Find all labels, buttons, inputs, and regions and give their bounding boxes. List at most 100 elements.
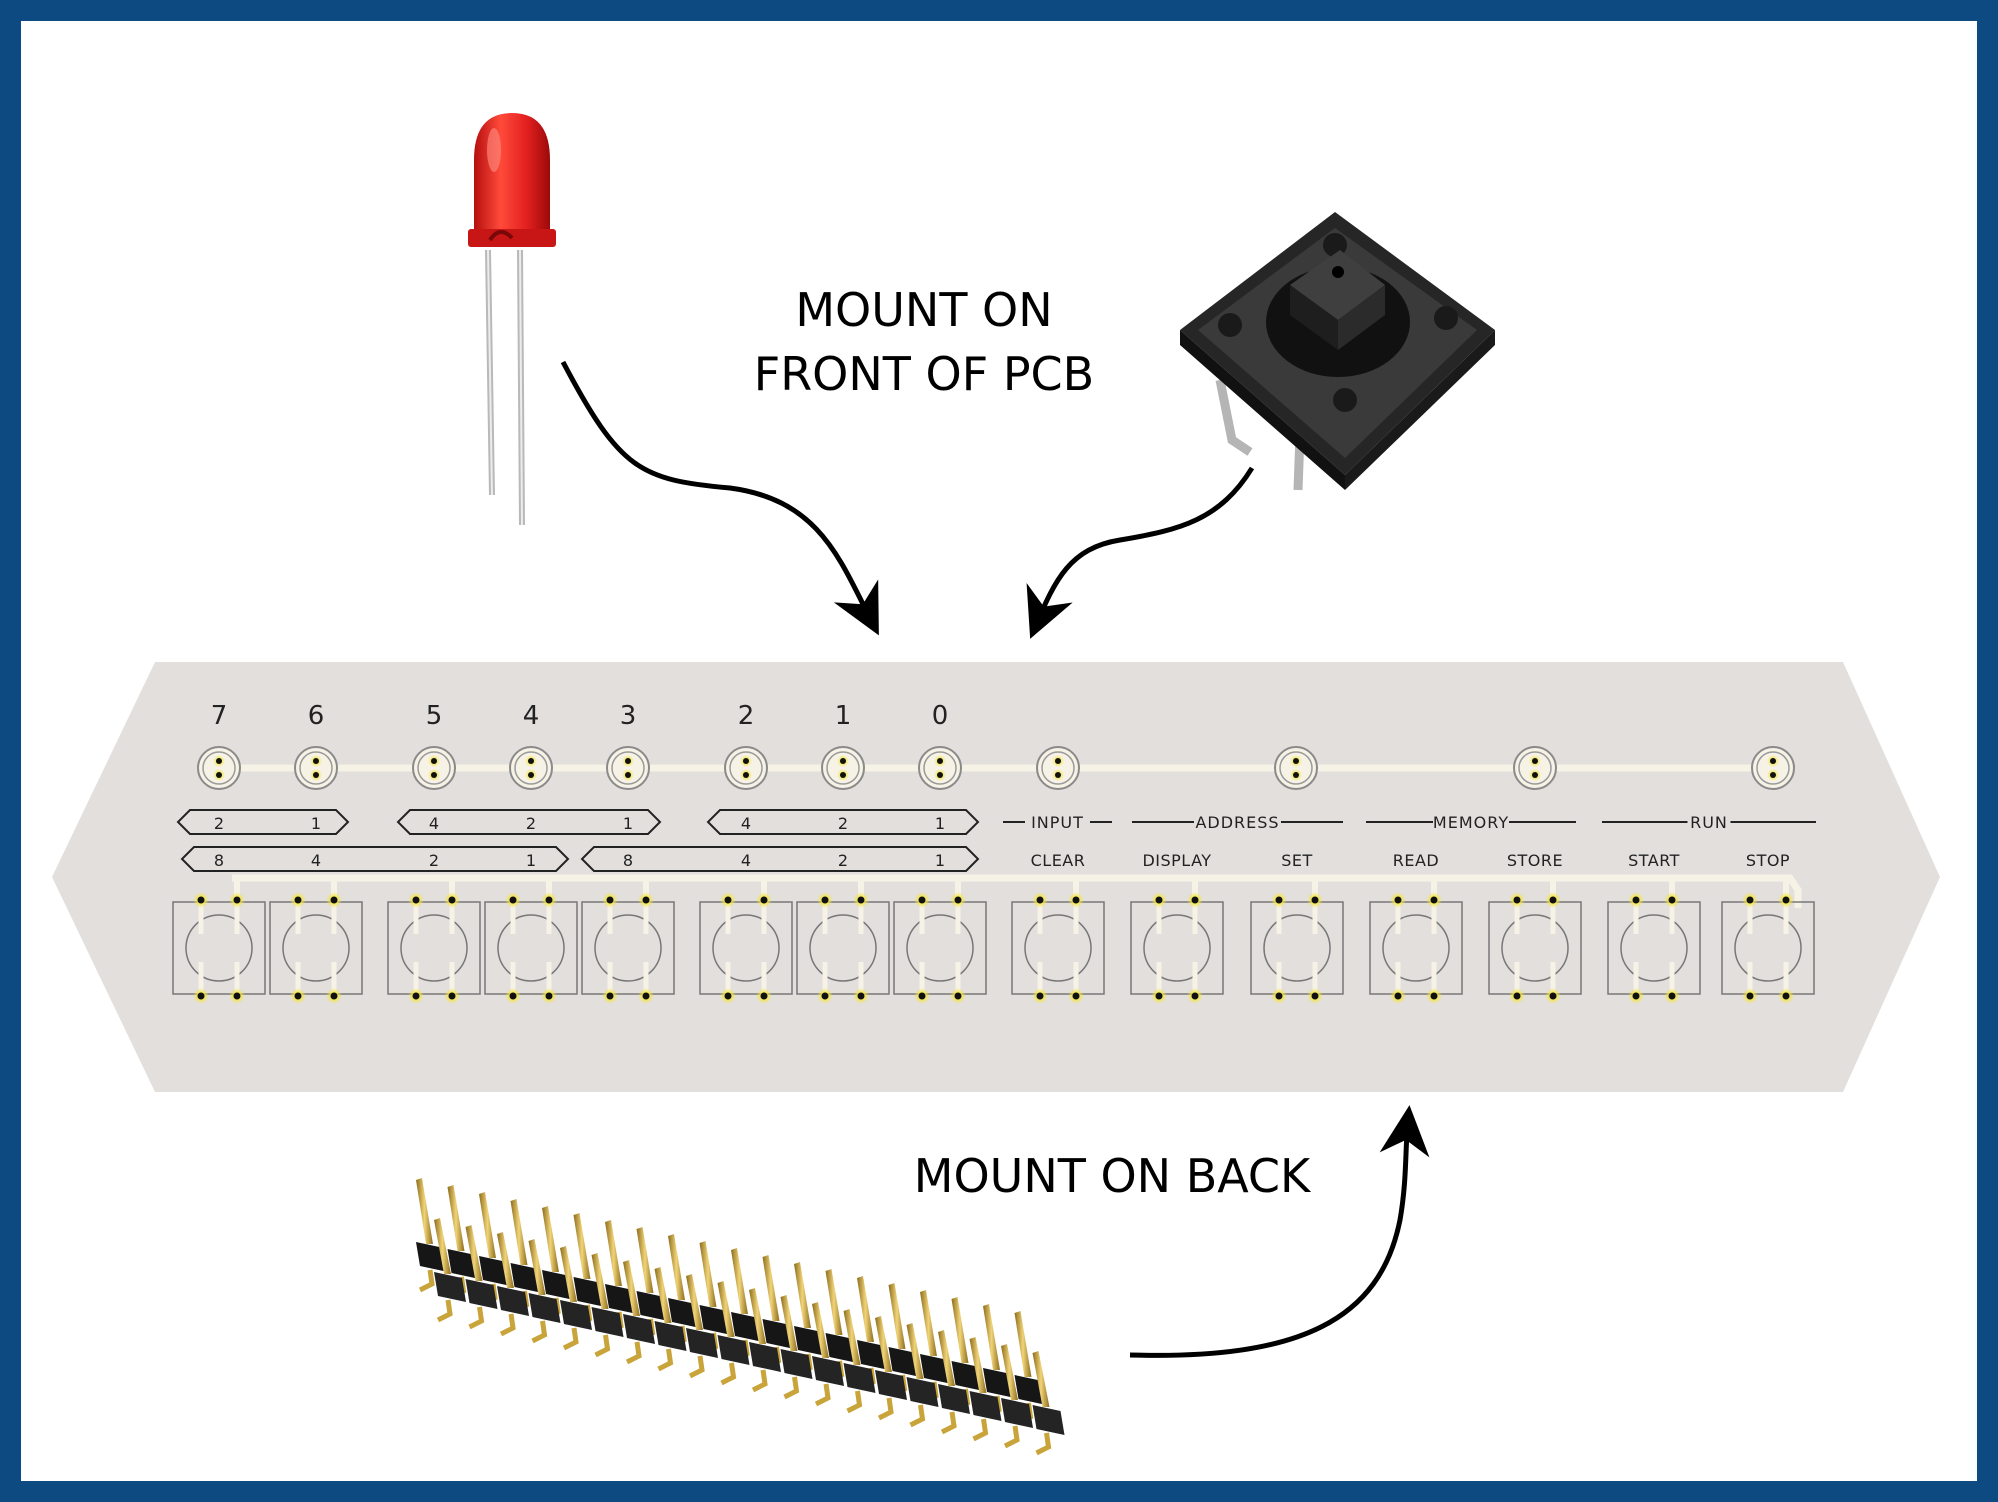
switch-pad-hole <box>1668 992 1676 1000</box>
header-plastic <box>938 1384 970 1414</box>
led-arrow <box>560 360 879 636</box>
header-plastic <box>969 1391 1002 1421</box>
tactile-switch-icon <box>1180 212 1495 491</box>
octal-weight: 1 <box>311 814 321 833</box>
led-pad-hole <box>937 758 943 764</box>
led-pad-hole <box>1055 772 1061 778</box>
header-pin-foot <box>418 1269 435 1293</box>
header-pin-foot <box>846 1390 863 1414</box>
section-label: ADDRESS <box>1195 813 1279 832</box>
led-pad-hole <box>528 772 534 778</box>
led-footprint-ring <box>611 751 645 785</box>
header-pin-top <box>920 1290 937 1356</box>
header-pin-top <box>762 1255 780 1321</box>
switch-circle <box>1382 914 1450 982</box>
header-plastic <box>717 1335 750 1365</box>
section-label: RUN <box>1690 813 1728 832</box>
header-plastic <box>528 1293 561 1323</box>
switch-circle <box>282 914 350 982</box>
header-pin-top <box>731 1248 748 1314</box>
switch-outline <box>796 901 890 995</box>
header-pin-top <box>560 1246 577 1302</box>
switch-outline <box>581 901 675 995</box>
back-label: MOUNT ON BACK <box>914 1149 1312 1203</box>
header-pin-foot <box>1035 1432 1052 1456</box>
led-footprint <box>1036 746 1080 790</box>
led-icon <box>468 113 556 526</box>
switch-circle <box>1024 914 1092 982</box>
switch-pad-hole <box>1746 896 1754 904</box>
led-footprint <box>918 746 962 790</box>
header-pin-top <box>479 1192 496 1258</box>
switch-pad-hole <box>1275 992 1283 1000</box>
header-pin-top <box>843 1309 861 1365</box>
switch-pad-hole <box>1549 992 1557 1000</box>
header-pin-top <box>605 1220 622 1286</box>
header-pin-foot <box>1003 1425 1020 1449</box>
switch-pad-hole <box>760 992 768 1000</box>
switch-bus-trace <box>232 874 1802 908</box>
switch-circle <box>906 914 974 982</box>
header-pin-foot <box>468 1306 485 1330</box>
header-pin-top <box>636 1227 654 1293</box>
switch-pad-hole <box>642 992 650 1000</box>
led-pad-hole <box>743 758 749 764</box>
header-pin-top <box>623 1260 640 1316</box>
led-pad-hole <box>1532 772 1538 778</box>
led-footprint-ring <box>1041 751 1075 785</box>
header-pin-top <box>969 1337 987 1393</box>
header-pin-foot <box>783 1376 800 1400</box>
switch-pad-hole <box>509 992 517 1000</box>
bit-label: 0 <box>932 701 949 731</box>
switch-pad-hole <box>642 896 650 904</box>
switch-outline <box>387 901 481 995</box>
header-pin-top <box>794 1262 811 1328</box>
header-pin-top <box>686 1274 703 1330</box>
led-pad-hole <box>1293 758 1299 764</box>
led-pad-hole <box>1055 758 1061 764</box>
switch-pad-hole <box>448 992 456 1000</box>
switch-pad-hole <box>1072 992 1080 1000</box>
header-pin-top <box>1001 1344 1018 1400</box>
switch-circle <box>1501 914 1569 982</box>
switch-circle <box>594 914 662 982</box>
header-arrow <box>1129 1105 1430 1358</box>
switch-pad-hole <box>1782 896 1790 904</box>
switch-outline <box>1130 901 1224 995</box>
octal-bracket <box>706 809 980 835</box>
header-pin-foot <box>940 1411 957 1435</box>
header-pin-top <box>434 1218 451 1274</box>
bit-label: 5 <box>426 701 443 731</box>
led-pad-hole <box>840 758 846 764</box>
switch-circle <box>809 914 877 982</box>
pin-header-icon <box>416 1178 1065 1456</box>
led-pad-hole <box>1770 758 1776 764</box>
button-label: START <box>1628 851 1680 870</box>
section-label: MEMORY <box>1433 813 1509 832</box>
led-footprint-ring <box>1518 751 1552 785</box>
header-pin-top <box>983 1304 1000 1370</box>
header-pin-top <box>447 1185 465 1251</box>
octal-weight: 1 <box>935 814 945 833</box>
hex-weight: 4 <box>311 851 321 870</box>
switch-circle <box>400 914 468 982</box>
led-footprint <box>1513 746 1557 790</box>
octal-weight: 4 <box>429 814 439 833</box>
switch-pad-hole <box>545 992 553 1000</box>
bit-label: 1 <box>835 701 852 731</box>
switch-pad-hole <box>1036 992 1044 1000</box>
header-plastic <box>780 1349 813 1379</box>
hex-weight: 4 <box>741 851 751 870</box>
header-pin-foot <box>625 1341 642 1365</box>
header-plastic <box>812 1356 844 1386</box>
led-footprint-ring <box>299 751 333 785</box>
led-pad-hole <box>1293 772 1299 778</box>
header-pin-foot <box>972 1418 989 1442</box>
bit-label: 2 <box>738 701 755 731</box>
button-label: STOP <box>1746 851 1790 870</box>
switch-pad-hole <box>233 992 241 1000</box>
switch-outline <box>1369 901 1463 995</box>
